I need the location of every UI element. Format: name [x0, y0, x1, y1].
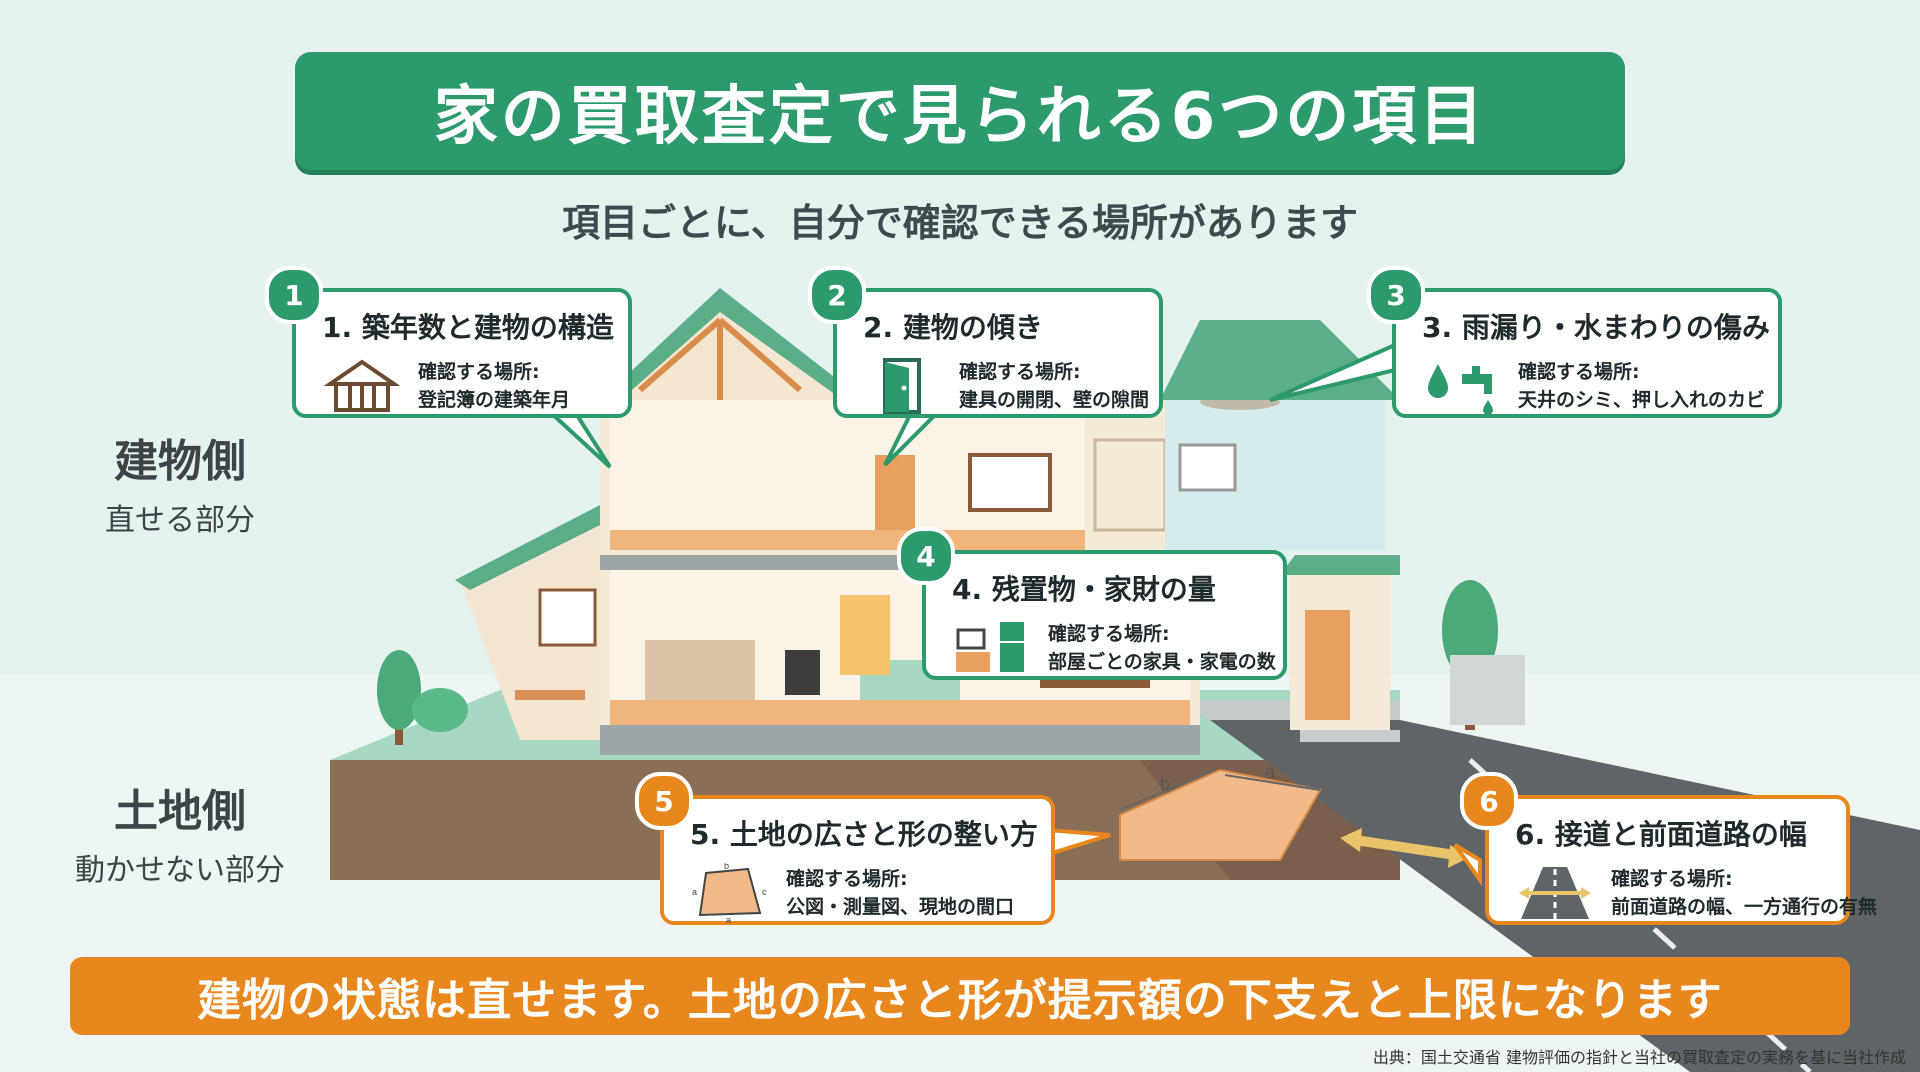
- callout-check-place: 天井のシミ、押し入れのカビ: [1518, 389, 1766, 411]
- plot-label-b: b: [1160, 774, 1170, 794]
- badge-2: 2: [808, 266, 866, 324]
- tree-left: [377, 650, 421, 730]
- land-icon-label-right: c: [762, 887, 767, 897]
- land-side-label: 土地側 動かせない部分: [40, 775, 320, 889]
- badge-5: 5: [635, 772, 693, 830]
- foundation: [600, 725, 1200, 755]
- badge-6: 6: [1460, 772, 1518, 830]
- road-width-icon: [1519, 867, 1591, 919]
- entrance-door: [1305, 610, 1350, 720]
- callout-check-label: 確認する場所:: [1518, 361, 1640, 383]
- callout-title: 4. 残置物・家財の量: [952, 573, 1216, 606]
- tilted-door: [875, 455, 915, 530]
- callout-check-place: 部屋ごとの家具・家電の数: [1048, 651, 1276, 673]
- callout-road-access: 6. 接道と前面道路の幅 確認する場所: 前面道路の幅、一方通行の有無: [1485, 795, 1877, 925]
- land-shape-icon: b a c a: [692, 863, 767, 923]
- callout-check-label: 確認する場所:: [959, 361, 1081, 383]
- road-arrow-head-right: [1448, 845, 1470, 868]
- callout-check-label: 確認する場所:: [1611, 868, 1733, 890]
- callout-check-label: 確認する場所:: [1048, 623, 1170, 645]
- callout-check-place: 公図・測量図、現地の間口: [786, 896, 1015, 918]
- porch-window: [538, 588, 597, 647]
- callout-check-label: 確認する場所:: [418, 361, 540, 383]
- badge-3: 3: [1367, 266, 1425, 324]
- gable-wall: [600, 295, 860, 400]
- road-arrow-head-left: [1340, 828, 1362, 852]
- page-title: 家の買取査定で見られる6つの項目: [433, 80, 1487, 154]
- callout-title: 1. 築年数と建物の構造: [322, 311, 614, 344]
- callout-check-place: 登記簿の建築年月: [418, 389, 571, 411]
- badge-4: 4: [897, 527, 955, 585]
- roof-beam-left: [638, 317, 722, 393]
- land-side-subtitle: 動かせない部分: [75, 853, 285, 888]
- callout-check-label: 確認する場所:: [786, 868, 908, 890]
- land-side-title: 土地側: [114, 786, 246, 837]
- summary-banner: 建物の状態は直せます。土地の広さと形が提示額の下支えと上限になります: [70, 957, 1850, 1035]
- callout-land-shape: 5. 土地の広さと形の整い方 b a c a 確認する場所: 公図・測量図、現地…: [660, 795, 1055, 925]
- callout-title: 6. 接道と前面道路の幅: [1515, 818, 1807, 851]
- callout-title: 3. 雨漏り・水まわりの傷み: [1422, 311, 1770, 344]
- closet: [1093, 438, 1167, 532]
- plot-dimension-a: [1224, 774, 1321, 791]
- building-side-subtitle: 直せる部分: [105, 503, 255, 538]
- land-icon-label-bottom: a: [726, 915, 731, 923]
- callout-title: 2. 建物の傾き: [863, 311, 1043, 344]
- page-subtitle: 項目ごとに、自分で確認できる場所があります: [561, 201, 1359, 245]
- summary-text: 建物の状態は直せます。土地の広さと形が提示額の下支えと上限になります: [197, 975, 1723, 1026]
- upper-floor-wood: [610, 530, 1085, 550]
- dining-table: [1040, 680, 1150, 688]
- garden-wall: [1450, 655, 1525, 725]
- curtain: [840, 595, 890, 675]
- callout-building-age: 1. 築年数と建物の構造 確認する場所: 登記簿の建築年月: [292, 288, 632, 418]
- callout-check-place: 前面道路の幅、一方通行の有無: [1611, 896, 1878, 918]
- entrance-roof: [1280, 555, 1400, 575]
- building-side-label: 建物側 直せる部分: [60, 425, 300, 539]
- building-side-title: 建物側: [114, 436, 246, 487]
- plot-dimension-b: [1119, 769, 1216, 811]
- land-icon-label-left: a: [692, 887, 697, 897]
- badge-1: 1: [265, 266, 323, 324]
- source-credit: 出典：国土交通省 建物評価の指針と当社の買取査定の実務を基に当社作成: [1372, 1048, 1906, 1067]
- water-drop-faucet-icon: [1428, 364, 1493, 415]
- furniture-icon: [956, 622, 1024, 672]
- porch-deck: [515, 690, 585, 700]
- upper-window: [968, 453, 1052, 512]
- callout-leftover-items: 4. 残置物・家財の量 確認する場所: 部屋ごとの家具・家電の数: [922, 550, 1287, 680]
- plot-label-a: a: [1265, 762, 1276, 782]
- title-banner: 家の買取査定で見られる6つの項目: [295, 52, 1625, 170]
- house-frame-icon: [323, 359, 401, 412]
- land-plot: [1119, 768, 1322, 861]
- bathroom-window: [1178, 443, 1237, 492]
- road-width-arrow: [1354, 835, 1456, 860]
- kitchen-counter: [645, 640, 755, 700]
- callout-title: 5. 土地の広さと形の整い方: [690, 818, 1038, 851]
- entrance-step: [1300, 730, 1400, 742]
- callout-water-damage: 3. 雨漏り・水まわりの傷み 確認する場所: 天井のシミ、押し入れのカビ: [1392, 288, 1782, 418]
- television: [785, 650, 820, 695]
- pointer-6: [1453, 843, 1482, 887]
- ground-floor-wood: [610, 700, 1190, 725]
- porch-roof: [455, 505, 610, 590]
- land-icon-label-top: b: [724, 863, 729, 871]
- roof-beam-right: [718, 317, 802, 393]
- callout-building-tilt: 2. 建物の傾き 確認する場所: 建具の開閉、壁の隙間: [833, 288, 1163, 418]
- callout-check-place: 建具の開閉、壁の隙間: [959, 389, 1150, 411]
- door-icon: [883, 358, 921, 414]
- bush-left: [412, 688, 468, 732]
